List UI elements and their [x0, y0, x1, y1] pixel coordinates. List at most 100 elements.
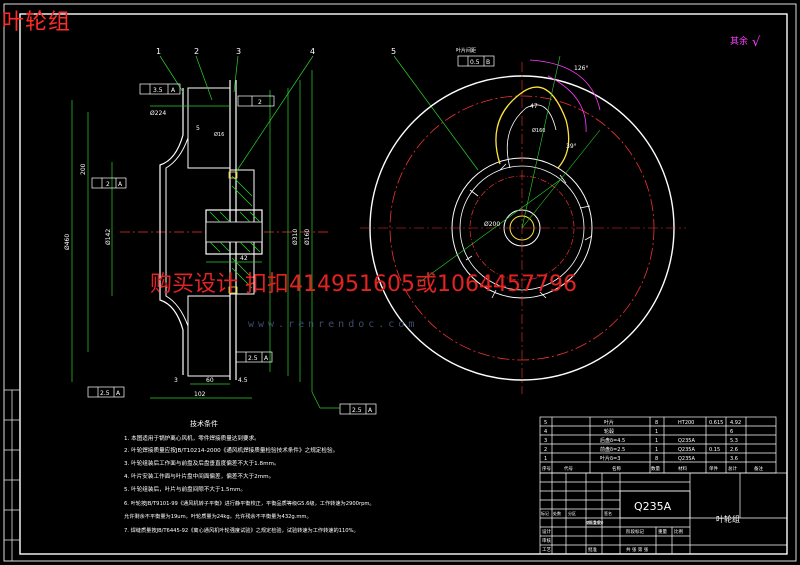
svg-text:5.3: 5.3 — [730, 438, 738, 444]
gdt-blade-value: 0.5 — [470, 59, 480, 66]
bolt-mark-lower — [228, 286, 238, 294]
bom-row: 5 叶片 8 HT200 0.615 4.92 — [544, 419, 741, 426]
callout-4: 4 — [310, 47, 315, 56]
dim-d39: 39° — [566, 143, 577, 150]
dim-d126: 126° — [574, 65, 588, 72]
gdt-bottom: 2.5 A — [87, 386, 125, 398]
svg-text:前盘δ=2.5: 前盘δ=2.5 — [600, 446, 625, 453]
title-stage: 阶段标记 — [626, 528, 644, 535]
svg-text:名称: 名称 — [612, 465, 621, 472]
dim-d42: 42 — [240, 255, 248, 262]
title-approve: 批准 — [588, 546, 597, 553]
title-sheet: 共 张 第 张 — [626, 546, 649, 553]
note-line-1: 1. 本图适用于锅炉离心风机，零件焊接质量达到要求。 — [124, 434, 260, 442]
title-check: 审核 — [542, 537, 551, 544]
svg-text:数量: 数量 — [651, 465, 660, 472]
svg-text:8: 8 — [655, 420, 658, 426]
gdt-flat-value: 2 — [258, 99, 262, 106]
svg-text:0.15: 0.15 — [709, 447, 720, 453]
watermark-text: 购买设计 扣扣414951605或1064457796 — [150, 272, 577, 297]
blade-angle-arc-1 — [529, 59, 601, 111]
dim-h16: Ø16 — [214, 131, 224, 138]
callout-leaders — [159, 55, 479, 173]
svg-text:总计: 总计 — [728, 465, 737, 472]
svg-text:3: 3 — [544, 438, 547, 444]
notes-title: 技术条件 — [190, 419, 218, 428]
dim-d102: 102 — [194, 391, 206, 398]
gdt-perp: 2 A — [91, 177, 127, 189]
dim-d200: 200 — [80, 163, 87, 175]
svg-text:HT200: HT200 — [678, 420, 694, 426]
title-design: 设计 — [542, 528, 551, 535]
gdt-bottom-datum: A — [116, 390, 121, 397]
note-line-7: 允许剩余不平衡量为19um，叶轮质量为24kg，允许残余不平衡量为432g.mm… — [124, 512, 312, 520]
callout-3: 3 — [236, 47, 241, 56]
svg-text:代号: 代号 — [564, 465, 573, 472]
front-disk-outline — [159, 88, 184, 375]
bom-row: 2 前盘δ=2.5 1 Q235A 0.15 2.6 — [544, 446, 738, 453]
svg-text:后盘δ=4.5: 后盘δ=4.5 — [600, 437, 625, 444]
svg-text:0.615: 0.615 — [709, 420, 723, 426]
blade-angle-line-2 — [521, 129, 601, 229]
note-line-6: 6. 叶轮按JB/T9101-99《通风机转子平衡》进行静平衡校正，平衡品质等级… — [124, 499, 375, 507]
dim-d3: 3 — [174, 377, 178, 384]
title-block — [539, 472, 788, 555]
title-material: Q235A — [634, 500, 672, 513]
svg-text:1: 1 — [655, 438, 658, 444]
diameter-leader — [419, 179, 561, 283]
title-sign: 签名 — [604, 510, 612, 516]
title-scale: 比例 — [674, 528, 683, 535]
gdt-perp-value: 2 — [106, 181, 110, 188]
gdt-mid-datum: A — [264, 355, 269, 362]
callout-2: 2 — [194, 47, 199, 56]
title-zone: 分区 — [568, 510, 576, 516]
dim-d224: Ø224 — [150, 110, 166, 117]
dim-d60: 60 — [206, 377, 214, 384]
title-weight: 重量 — [658, 528, 667, 535]
gdt-mid: 2.5 A — [235, 351, 273, 363]
svg-text:6: 6 — [730, 429, 733, 435]
blade-area-upper — [187, 87, 231, 169]
bom-header-row: 序号 代号 名称 数量 材料 单件 总计 备注 — [542, 465, 763, 472]
gdt-top: 3.5 A — [139, 83, 181, 95]
dim-d200r: Ø200 — [484, 221, 500, 228]
note-line-8: 7. 焊缝质量按JB/T6445-92《离心通风机叶轮强度试验》之规定检验，试验… — [124, 526, 359, 534]
hub-bore — [205, 221, 263, 243]
note-line-5: 5. 叶轮组装后，叶片与前盘间隙不大于1.5mm。 — [124, 485, 246, 493]
gdt-bottom-value: 2.5 — [100, 390, 110, 397]
gdt-right: 2.5 A — [311, 391, 377, 415]
svg-text:1: 1 — [655, 429, 658, 435]
callout-5: 5 — [391, 47, 396, 56]
bolt-mark-upper — [228, 171, 238, 179]
callout-1: 1 — [156, 47, 161, 56]
svg-text:材料: 材料 — [678, 465, 687, 472]
gdt-blade-label: 叶片间距 — [456, 47, 476, 54]
svg-text:Q235A: Q235A — [678, 447, 695, 453]
left-margin-strips — [4, 389, 20, 561]
section-view: 1 2 3 4 5 Ø224 200 Ø460 Ø142 Ø310 Ø160 1… — [64, 47, 479, 415]
svg-text:轮毂: 轮毂 — [604, 428, 614, 435]
svg-text:4.92: 4.92 — [730, 420, 741, 426]
svg-text:Q235A: Q235A — [678, 456, 695, 462]
title-change: 更改文件号 — [586, 520, 604, 525]
gdt-top-value: 3.5 — [153, 87, 163, 94]
front-disk-inner — [165, 88, 189, 375]
hub-hatch — [209, 175, 261, 289]
roughness-symbol: √ — [752, 35, 761, 50]
section-dim-lines — [71, 70, 313, 399]
bom-row: 4 轮毂 1 6 — [544, 428, 733, 435]
blade-ring-marks — [465, 163, 593, 299]
drawing-title: 叶轮组 — [2, 10, 72, 35]
blade-area-lower — [187, 295, 231, 377]
svg-text:叶片δ=3: 叶片δ=3 — [600, 455, 620, 462]
note-line-4: 4. 叶片安装工作面与叶片盘中间面偏差，偏差不大于2mm。 — [124, 472, 274, 480]
dim-d142: Ø142 — [105, 229, 112, 245]
svg-text:序号: 序号 — [542, 465, 551, 472]
outer-border — [3, 3, 797, 562]
blade-angle-line — [521, 55, 561, 229]
svg-text:2.6: 2.6 — [730, 447, 738, 453]
gdt-mid-value: 2.5 — [248, 355, 258, 362]
gdt-top-datum: A — [171, 87, 176, 94]
note-line-2: 2. 叶轮焊接质量应按JB/T10214-2000《通风机焊接质量检验技术条件》… — [124, 446, 338, 454]
